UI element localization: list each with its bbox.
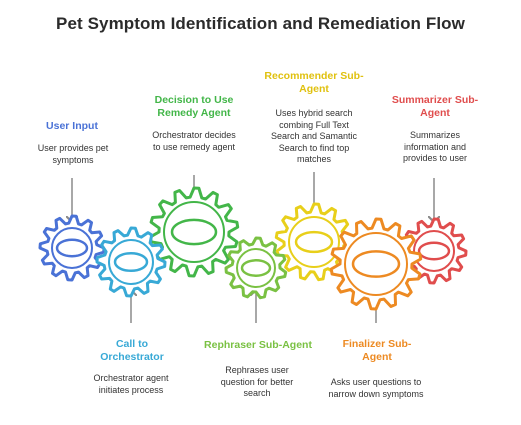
label-call-orchestrator: Call to Orchestrator	[100, 338, 164, 363]
gear-call-orchestrator	[95, 226, 167, 298]
gear-finalizer	[329, 217, 423, 311]
desc-decision: Orchestrator decides to use remedy agent	[152, 130, 236, 152]
label-decision: Decision to Use Remedy Agent	[154, 94, 234, 119]
label-finalizer: Finalizer Sub-Agent	[342, 338, 412, 363]
diagram-title: Pet Symptom Identification and Remediati…	[56, 14, 465, 33]
desc-finalizer: Asks user questions to narrow down sympt…	[328, 377, 424, 399]
gear-decision	[148, 186, 240, 278]
desc-recommender: Uses hybrid search combing Full Text Sea…	[270, 108, 358, 164]
label-user-input: User Input	[46, 120, 98, 132]
gear-rephraser	[224, 236, 288, 300]
desc-summarizer: Summarizes information and provides to u…	[402, 130, 468, 163]
label-summarizer: Summarizer Sub-Agent	[391, 94, 479, 119]
gear-recommender	[274, 202, 354, 282]
label-recommender: Recommender Sub-Agent	[264, 70, 364, 95]
label-rephraser: Rephraser Sub-Agent	[204, 339, 312, 351]
gear-user-input	[38, 214, 106, 282]
desc-user-input: User provides pet symptoms	[37, 143, 109, 165]
desc-rephraser: Rephrases user question for better searc…	[220, 365, 294, 398]
desc-call-orchestrator: Orchestrator agent initiates process	[93, 373, 169, 395]
gear-summarizer	[400, 217, 468, 285]
